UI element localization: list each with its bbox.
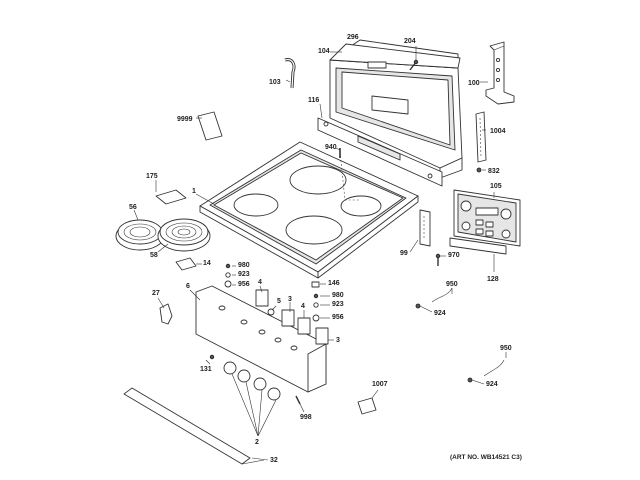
callout-998: 998 xyxy=(300,414,312,421)
callout-980-right: 980 xyxy=(332,292,344,299)
callout-14: 14 xyxy=(203,260,211,267)
switches-part-4 xyxy=(255,289,329,345)
control-panel-part-6 xyxy=(195,285,327,393)
art-number: (ART NO. WB14521 C3) xyxy=(450,454,522,461)
callout-27: 27 xyxy=(152,290,160,297)
screw-part-131 xyxy=(209,354,215,360)
bracket-part-27 xyxy=(159,303,173,325)
callout-131: 131 xyxy=(200,366,212,373)
bracket-part-99 xyxy=(419,209,431,247)
callout-2: 2 xyxy=(255,439,259,446)
callout-58: 58 xyxy=(150,252,158,259)
callout-32: 32 xyxy=(270,457,278,464)
callout-950-upper: 950 xyxy=(446,281,458,288)
callout-924-upper: 924 xyxy=(434,310,446,317)
callout-970: 970 xyxy=(448,252,460,259)
callout-104: 104 xyxy=(318,48,330,55)
callout-146: 146 xyxy=(328,280,340,287)
callout-923-left: 923 xyxy=(238,271,250,278)
rear-rail-part-116 xyxy=(317,117,443,187)
knobs-part-2 xyxy=(223,361,281,437)
screw-part-832 xyxy=(476,167,482,173)
pad-part-175 xyxy=(155,189,187,205)
bezels-part-5 xyxy=(267,308,275,316)
screw-part-998 xyxy=(295,395,301,405)
callout-1007: 1007 xyxy=(372,381,388,388)
callout-5: 5 xyxy=(277,298,281,305)
leader-lines xyxy=(133,46,507,461)
callout-956-left: 956 xyxy=(238,281,250,288)
callout-3-top: 3 xyxy=(288,296,292,303)
callout-204: 204 xyxy=(404,38,416,45)
label-part-9999 xyxy=(197,111,223,141)
screw-part-970 xyxy=(435,253,441,266)
back-panel-part-296 xyxy=(329,43,461,69)
callout-9999: 9999 xyxy=(177,116,193,123)
callout-956-right: 956 xyxy=(332,314,344,321)
callout-103: 103 xyxy=(269,79,281,86)
wire-part-950-lower xyxy=(467,359,505,383)
callout-4-mid: 4 xyxy=(301,303,305,310)
callout-950-lower: 950 xyxy=(500,345,512,352)
callout-832: 832 xyxy=(488,168,500,175)
control-board-part-105 xyxy=(453,189,521,247)
terminal-block-part-14 xyxy=(175,257,197,271)
surface-element-part-58 xyxy=(157,218,211,252)
callout-105: 105 xyxy=(490,183,502,190)
switch-hardware-right xyxy=(311,281,320,322)
callout-980-left: 980 xyxy=(238,262,250,269)
callout-1004: 1004 xyxy=(490,128,506,135)
trim-strip-part-1004 xyxy=(475,111,487,163)
bracket-part-1007 xyxy=(357,397,377,415)
bracket-part-100 xyxy=(485,41,515,105)
trim-part-32 xyxy=(123,387,265,465)
callout-175: 175 xyxy=(146,173,158,180)
control-backer-part-128 xyxy=(449,237,507,272)
screw-part-204 xyxy=(409,59,419,71)
switch-hardware-left xyxy=(224,263,232,288)
wire-part-950-upper xyxy=(415,287,453,309)
callout-1: 1 xyxy=(192,188,196,195)
callout-4-top: 4 xyxy=(258,279,262,286)
callout-128: 128 xyxy=(487,276,499,283)
callout-940: 940 xyxy=(325,144,337,151)
callout-100: 100 xyxy=(468,80,480,87)
callout-6: 6 xyxy=(186,283,190,290)
callout-924-lower: 924 xyxy=(486,381,498,388)
callout-56: 56 xyxy=(129,204,137,211)
callout-3-right: 3 xyxy=(336,337,340,344)
callout-923-right: 923 xyxy=(332,301,344,308)
surface-element-part-56 xyxy=(115,219,165,251)
callout-99: 99 xyxy=(400,250,408,257)
wire-clip-part-103 xyxy=(284,58,296,89)
callout-116: 116 xyxy=(308,97,320,104)
cooktop-part-1 xyxy=(199,141,419,279)
callout-296: 296 xyxy=(347,34,359,41)
